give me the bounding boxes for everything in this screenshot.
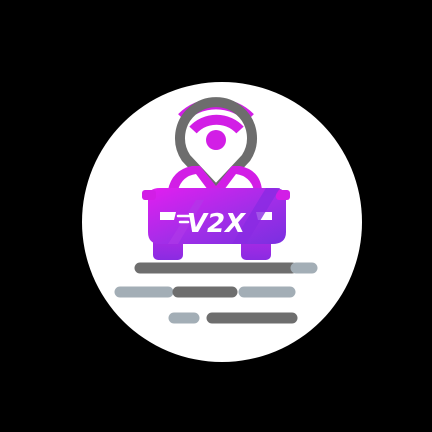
badge-text: V2X <box>187 209 247 239</box>
speed-lines-icon <box>176 214 192 224</box>
location-pin-icon <box>175 97 257 195</box>
road-lines-icon <box>114 262 318 324</box>
car-icon <box>142 166 290 260</box>
